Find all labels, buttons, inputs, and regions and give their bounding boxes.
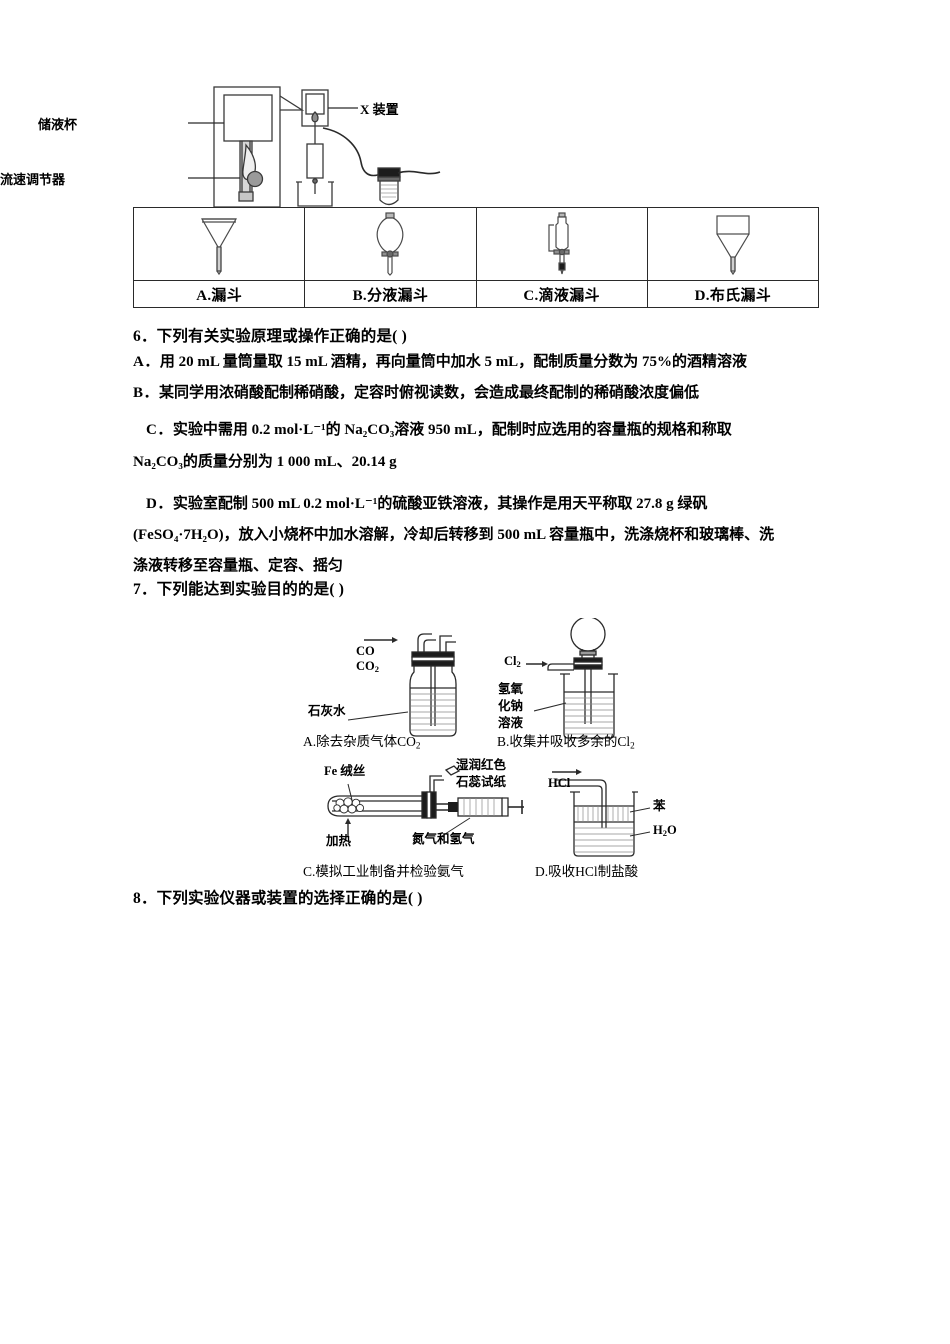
moist-litmus-label-line1: 湿润红色 xyxy=(456,758,507,772)
funnel-cell-b[interactable] xyxy=(304,207,477,281)
funnel-cell-a[interactable] xyxy=(132,207,306,281)
funnel-options-table: A.漏斗 B.分液漏斗 C.滴液漏斗 D.布氏漏斗 xyxy=(132,207,820,308)
co2-label: CO2 xyxy=(356,659,379,675)
naoh-label-line3: 溶液 xyxy=(498,716,524,730)
hcl-inlet-label: HCl xyxy=(548,776,571,790)
tube-furnace-syringe-svg xyxy=(327,765,524,837)
option-b-label: B． xyxy=(133,385,160,401)
top-apparatus-figure: 储液杯 流速调节器 X 装置 xyxy=(0,82,550,210)
funnel-cell-d[interactable] xyxy=(646,207,820,281)
buchner-funnel-icon xyxy=(716,215,750,276)
plain-funnel-icon xyxy=(201,218,238,276)
option-a-label: A． xyxy=(133,354,160,370)
figure-7b-caption: B.收集并吸收多余的Cl2 xyxy=(497,734,635,751)
limewater-leader-line xyxy=(348,711,409,721)
naoh-label-line2: 化钠 xyxy=(498,699,524,713)
question6-option-d-line3: 涤液转移至容量瓶、定容、摇匀 xyxy=(133,558,344,574)
limewater-label: 石灰水 xyxy=(308,704,346,718)
option-c-label: C． xyxy=(146,422,173,438)
co-label: CO xyxy=(356,644,375,658)
heating-label: 加热 xyxy=(326,834,352,848)
question7-stem: 7．下列能达到实验目的的是( ) xyxy=(133,581,345,598)
water-label: H2O xyxy=(653,823,677,839)
question6-option-a: A．用 20 mL 量筒量取 15 mL 酒精，再向量筒中加水 5 mL，配制质… xyxy=(133,352,747,373)
reservoir-label: 储液杯 xyxy=(38,117,78,132)
dropping-funnel-icon xyxy=(548,212,570,275)
figure-7b: Cl2 氢氧 化钠 溶液 xyxy=(498,616,662,743)
moist-litmus-label-line2: 石蕊试纸 xyxy=(456,775,507,789)
option-a-text: 用 20 mL 量筒量取 15 mL 酒精，再向量筒中加水 5 mL，配制质量分… xyxy=(159,354,747,370)
funnel-cell-c[interactable] xyxy=(475,207,648,281)
funnel-label-c: C.滴液漏斗 xyxy=(475,280,648,308)
naoh-leader-line xyxy=(534,702,567,712)
figure-7a-caption: A.除去杂质气体CO2 xyxy=(303,734,421,751)
question6-option-c-line1: C．实验中需用 0.2 mol·L⁻¹的 Na₂CO₃溶液 950 mL，配制时… xyxy=(146,420,732,441)
figure-7a: CO CO2 石灰水 xyxy=(308,622,502,742)
benzene-label: 苯 xyxy=(653,799,666,813)
naoh-label-line1: 氢氧 xyxy=(498,682,524,696)
figure-7c: Fe 绒丝 加热 湿润红色 石蕊试纸 氮气和氢气 xyxy=(318,758,528,852)
funnel-label-d: D.布氏漏斗 xyxy=(646,280,820,308)
option-d-text-1: 实验室配制 500 mL 0.2 mol·L⁻¹的硫酸亚铁溶液，其操作是用天平称… xyxy=(172,496,708,512)
question8-stem: 8．下列实验仪器或装置的选择正确的是( ) xyxy=(133,890,423,907)
question6-stem: 6．下列有关实验原理或操作正确的是( ) xyxy=(133,328,407,345)
funnel-label-a: A.漏斗 xyxy=(132,280,306,308)
flow-regulator-label: 流速调节器 xyxy=(0,172,66,187)
gas-washing-bottle-svg xyxy=(364,633,457,737)
figure-7c-caption: C.模拟工业制备并检验氨气 xyxy=(303,864,464,879)
figure-7d-caption: D.吸收HCl制盐酸 xyxy=(535,864,639,879)
question6-option-c-line2: Na₂CO₃的质量分别为 1 000 mL、20.14 g xyxy=(133,454,397,470)
funnel-label-b: B.分液漏斗 xyxy=(304,280,477,308)
figure-7d: HCl 苯 H2O xyxy=(546,766,686,861)
option-c-text-1: 实验中需用 0.2 mol·L⁻¹的 Na₂CO₃溶液 950 mL，配制时应选… xyxy=(172,422,732,438)
question6-option-d-line1: D．实验室配制 500 mL 0.2 mol·L⁻¹的硫酸亚铁溶液，其操作是用天… xyxy=(146,494,707,515)
top-apparatus-svg xyxy=(188,86,441,208)
separating-funnel-icon xyxy=(377,212,404,276)
question6-option-b: B．某同学用浓硝酸配制稀硝酸，定容时俯视读数，会造成最终配制的稀硝酸浓度偏低 xyxy=(133,383,699,404)
option-b-text: 某同学用浓硝酸配制稀硝酸，定容时俯视读数，会造成最终配制的稀硝酸浓度偏低 xyxy=(159,385,700,401)
chlorine-inlet-label: Cl2 xyxy=(504,654,521,670)
option-d-label: D． xyxy=(146,496,173,512)
n2-h2-label: 氮气和氢气 xyxy=(412,832,475,846)
flask-beaker-svg xyxy=(526,616,618,739)
question6-option-d-line2: (FeSO₄·7H₂O)，放入小烧杯中加水溶解，冷却后转移到 500 mL 容量… xyxy=(133,527,775,543)
hcl-absorption-svg xyxy=(552,769,651,857)
iron-wool-label: Fe 绒丝 xyxy=(324,764,366,778)
x-device-label: X 装置 xyxy=(360,102,399,117)
